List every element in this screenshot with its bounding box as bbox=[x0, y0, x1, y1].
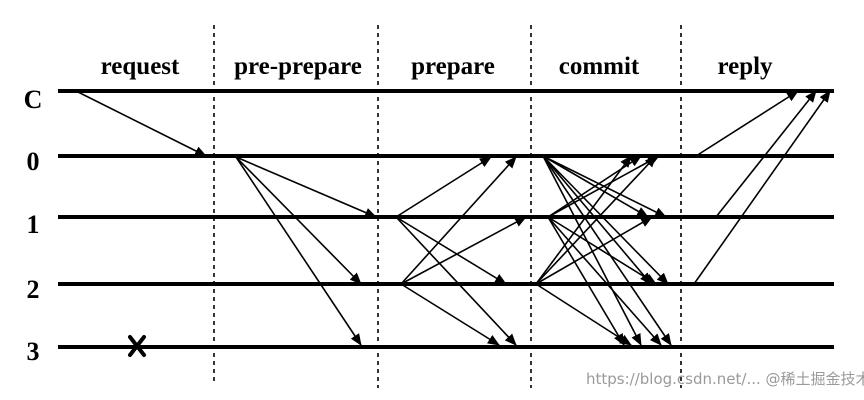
commit-arrow-2-to-0b bbox=[535, 155, 632, 285]
phase-label-request: request bbox=[101, 53, 180, 80]
pre-prepare-arrow-to-1 bbox=[235, 156, 377, 218]
node-label-2: 2 bbox=[27, 275, 40, 304]
commit-arrow-2-to-3 bbox=[535, 283, 632, 346]
commit-arrow-0-to-2 bbox=[542, 155, 669, 285]
prepare-arrow-2-to-3 bbox=[400, 283, 500, 346]
messages bbox=[77, 90, 831, 346]
phase-label-pre-prepare: pre-prepare bbox=[234, 53, 362, 80]
commit-arrow-2-to-1 bbox=[535, 216, 653, 285]
commit-arrow-0-to-3 bbox=[542, 155, 672, 346]
phase-labels: request pre-prepare prepare commit reply bbox=[101, 53, 773, 80]
node-label-1: 1 bbox=[27, 210, 40, 239]
pre-prepare-arrow-to-2 bbox=[235, 156, 362, 285]
prepare-arrow-1-to-0 bbox=[395, 156, 492, 218]
phase-label-prepare: prepare bbox=[411, 53, 495, 80]
pre-prepare-arrow-to-3 bbox=[235, 156, 362, 346]
prepare-arrow-2-to-0 bbox=[400, 156, 517, 285]
commit-arrow-1-to-3 bbox=[547, 216, 662, 346]
commit-arrow-1-to-0 bbox=[547, 155, 660, 218]
phase-label-reply: reply bbox=[717, 53, 773, 80]
timelines bbox=[58, 89, 834, 349]
commit-arrow-1-to-3b bbox=[547, 216, 625, 346]
node-label-0: 0 bbox=[27, 147, 40, 176]
reply-arrow-from-1 bbox=[715, 90, 817, 218]
request-arrow bbox=[77, 91, 207, 157]
reply-arrow-from-0 bbox=[695, 90, 799, 157]
prepare-arrow-1-to-2 bbox=[395, 216, 507, 285]
faulty-node-marker: X bbox=[128, 335, 146, 357]
phase-label-commit: commit bbox=[559, 53, 640, 80]
node-label-client: C bbox=[24, 85, 43, 114]
prepare-arrow-2-to-1 bbox=[400, 216, 527, 285]
phase-dividers bbox=[213, 25, 682, 388]
node-labels: C 0 1 2 3 bbox=[24, 85, 43, 366]
commit-arrow-0-to-3b bbox=[542, 155, 642, 346]
fault-x-stroke-2 bbox=[128, 335, 146, 357]
commit-arrow-2-to-0 bbox=[535, 155, 657, 285]
node-label-3: 3 bbox=[27, 337, 40, 366]
reply-arrow-from-2 bbox=[693, 90, 831, 285]
prepare-arrow-1-to-3 bbox=[395, 216, 517, 346]
commit-arrow-1-to-2 bbox=[547, 216, 657, 285]
watermark-text: https://blog.csdn.net/... @稀土掘金技术社区 bbox=[586, 370, 864, 388]
